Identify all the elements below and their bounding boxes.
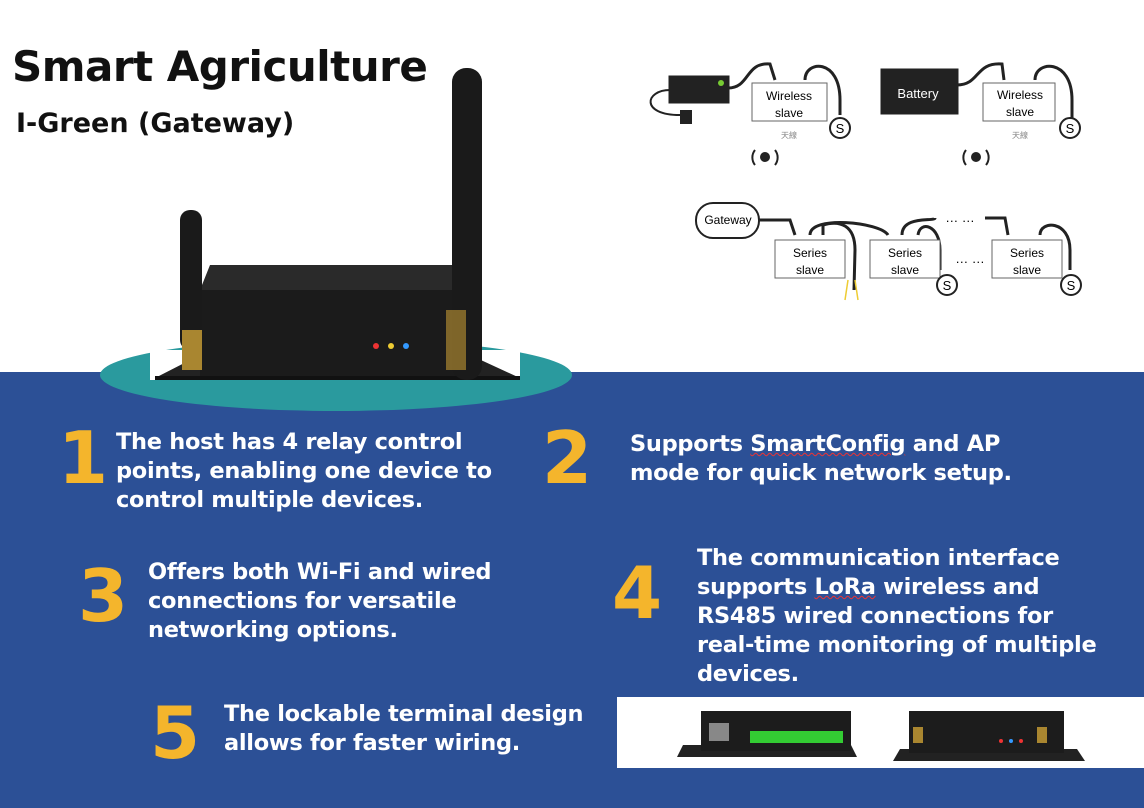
svg-text:Series: Series bbox=[1010, 246, 1044, 260]
feature-2-text: Supports SmartConfig and AP mode for qui… bbox=[630, 431, 1012, 486]
battery bbox=[880, 68, 959, 115]
feature-5-number: 5 bbox=[150, 691, 201, 775]
feature-4-text: The communication interface supports LoR… bbox=[697, 545, 1097, 687]
series-slave-2: Series slave bbox=[869, 239, 941, 279]
svg-text:天線: 天線 bbox=[781, 130, 797, 140]
svg-text:S: S bbox=[1067, 278, 1076, 293]
svg-text:… …: … … bbox=[955, 251, 985, 266]
product-photos bbox=[617, 697, 1144, 768]
device-body bbox=[200, 265, 480, 290]
svg-text:slave: slave bbox=[796, 263, 824, 277]
feature-1-text: The host has 4 relay control points, ena… bbox=[116, 429, 492, 513]
page-subtitle: I-Green (Gateway) bbox=[16, 108, 295, 139]
svg-text:Wireless: Wireless bbox=[766, 89, 812, 103]
wireless-slave-2 bbox=[982, 82, 1056, 122]
svg-text:S: S bbox=[836, 121, 845, 136]
sensor-icon bbox=[936, 274, 958, 296]
short-antenna bbox=[180, 210, 202, 350]
svg-text:S: S bbox=[943, 278, 952, 293]
ethernet-port bbox=[709, 723, 729, 741]
feature-3-number: 3 bbox=[78, 554, 129, 638]
svg-text:S: S bbox=[1066, 121, 1075, 136]
svg-text:Battery: Battery bbox=[897, 86, 939, 101]
svg-text:slave: slave bbox=[775, 106, 803, 120]
wireless-signal-icon bbox=[971, 152, 981, 162]
sensor-icon bbox=[1060, 274, 1082, 296]
svg-text:Series: Series bbox=[888, 246, 922, 260]
svg-text:Wireless: Wireless bbox=[997, 88, 1043, 102]
sensor-icon bbox=[829, 117, 851, 139]
feature-3-text: Offers both Wi-Fi and wired connections … bbox=[148, 559, 492, 643]
svg-text:slave: slave bbox=[891, 263, 919, 277]
wireless-slave-1 bbox=[751, 82, 828, 122]
device-back-view bbox=[893, 711, 1085, 761]
svg-text:Series: Series bbox=[793, 246, 827, 260]
device-front-view bbox=[677, 711, 857, 757]
svg-text:天線: 天線 bbox=[1012, 130, 1028, 140]
feature-2-number: 2 bbox=[542, 416, 593, 500]
terminal-block bbox=[750, 731, 843, 743]
long-antenna bbox=[452, 68, 482, 380]
sensor-icon bbox=[1059, 117, 1081, 139]
led-red bbox=[373, 343, 379, 349]
feature-1-number: 1 bbox=[58, 416, 109, 500]
led-blue bbox=[403, 343, 409, 349]
feature-4-number: 4 bbox=[612, 551, 663, 635]
svg-text:slave: slave bbox=[1006, 105, 1034, 119]
wireless-signal-icon bbox=[760, 152, 770, 162]
gateway-device-image bbox=[100, 68, 572, 411]
svg-text:… …: … … bbox=[945, 210, 975, 225]
network-diagram: Wireless slave 天線 S Battery Wireless sla… bbox=[649, 62, 1082, 301]
series-slave-3: Series slave bbox=[991, 239, 1063, 279]
series-slave-1: Series slave bbox=[774, 239, 846, 279]
page-title: Smart Agriculture bbox=[12, 42, 428, 91]
led-yellow bbox=[388, 343, 394, 349]
feature-5-text: The lockable terminal design allows for … bbox=[224, 701, 584, 756]
svg-text:Gateway: Gateway bbox=[704, 213, 751, 227]
svg-text:slave: slave bbox=[1013, 263, 1041, 277]
